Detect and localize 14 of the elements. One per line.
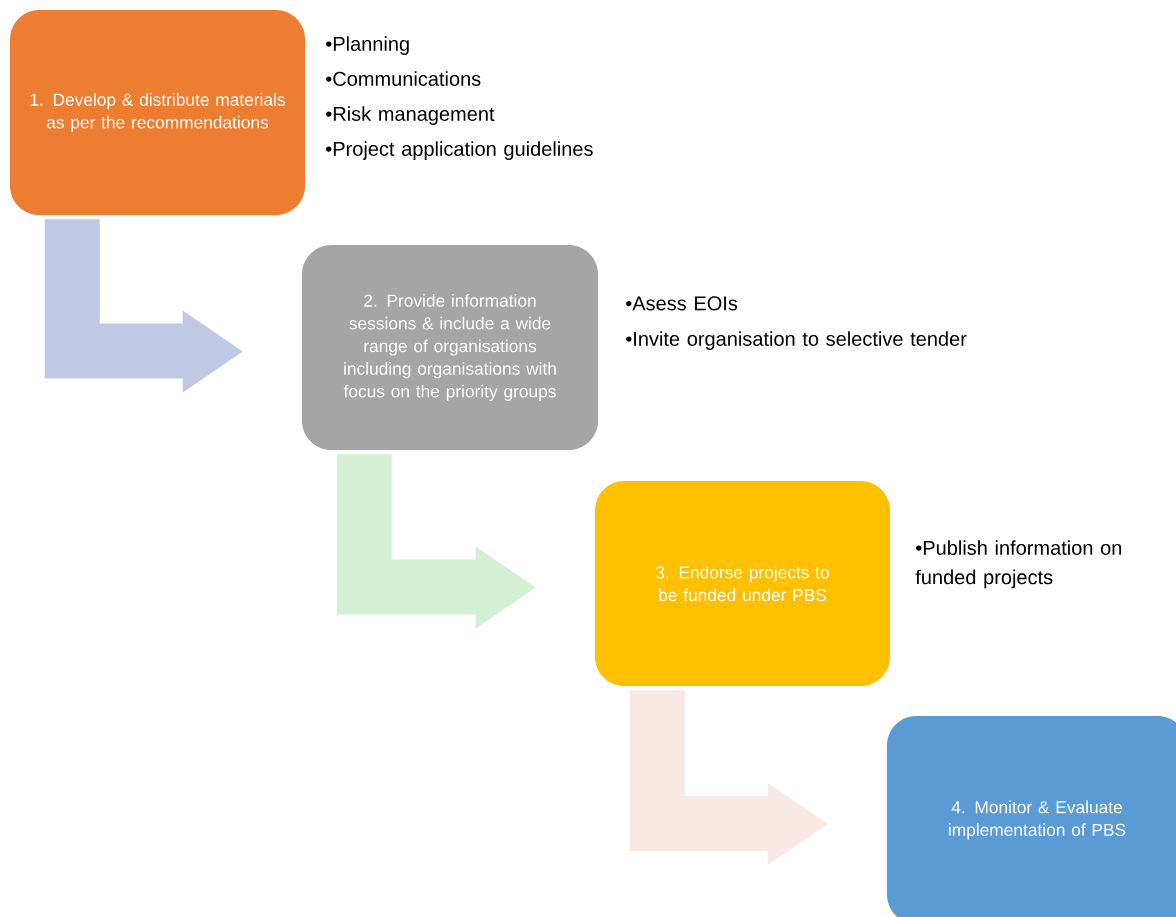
bent-arrow bbox=[44, 219, 243, 393]
bullet-item: •Risk management bbox=[326, 106, 495, 125]
process-box: 4. Monitor & Evaluate implementation of PBS bbox=[887, 716, 1176, 917]
bent-arrow bbox=[336, 454, 536, 629]
bullet-item: •Publish information on funded projects bbox=[915, 540, 1122, 589]
process-box: 2. Provide information sessions & include a wide range of organisations including organisations with focus on the priority groups bbox=[302, 245, 598, 450]
process-box: 1. Develop & distribute materials as per the recommendations bbox=[10, 10, 305, 215]
bullet-item: •Project application guidelines bbox=[326, 141, 593, 160]
bullet-item: •Invite organisation to selective tender bbox=[626, 331, 967, 350]
process-box: 3. Endorse projects to be funded under PBS bbox=[595, 481, 890, 686]
bullet-item: •Asess EOIs bbox=[626, 296, 738, 311]
bent-arrow bbox=[629, 690, 828, 865]
bullet-item: •Communications bbox=[326, 71, 481, 86]
bullet-item: •Planning bbox=[326, 36, 409, 55]
